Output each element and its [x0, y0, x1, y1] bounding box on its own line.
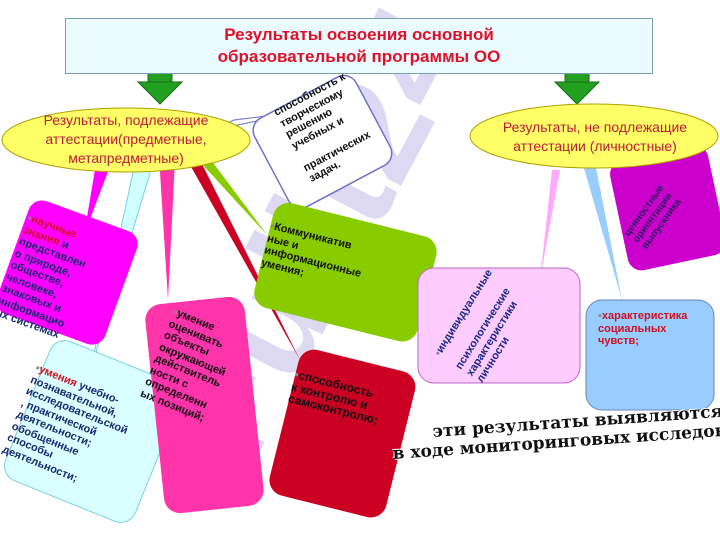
ray-individual — [540, 170, 560, 280]
callout-creative-box — [252, 74, 393, 209]
right-oval-text: Результаты, не подлежащие аттестации (ли… — [502, 119, 688, 154]
callout-evaluate-box — [145, 296, 264, 514]
callout-control-box — [269, 349, 416, 518]
right-oval-shape — [469, 103, 719, 169]
title-line-2: образовательной программы ОО — [217, 47, 501, 66]
callout-values-box — [610, 145, 720, 271]
title-line-1: Результаты освоения основной — [224, 25, 494, 44]
ray-social — [584, 168, 622, 300]
callout-communicative-box — [254, 202, 437, 342]
left-oval-text: Результаты, подлежащие аттестации(предме… — [43, 112, 209, 166]
ray-evaluate — [158, 140, 176, 300]
callout-knowledge-box — [0, 200, 138, 345]
title-box: Результаты освоения основной образовател… — [65, 18, 653, 74]
callout-individual-box — [417, 267, 581, 384]
callout-social: ▪характеристика социальных чувств; — [598, 310, 688, 347]
callout-social-text: характеристика социальных чувств; — [598, 310, 688, 347]
left-oval-shape — [1, 107, 251, 173]
callout-social-box — [585, 299, 715, 411]
callout-skills-box — [4, 340, 182, 523]
